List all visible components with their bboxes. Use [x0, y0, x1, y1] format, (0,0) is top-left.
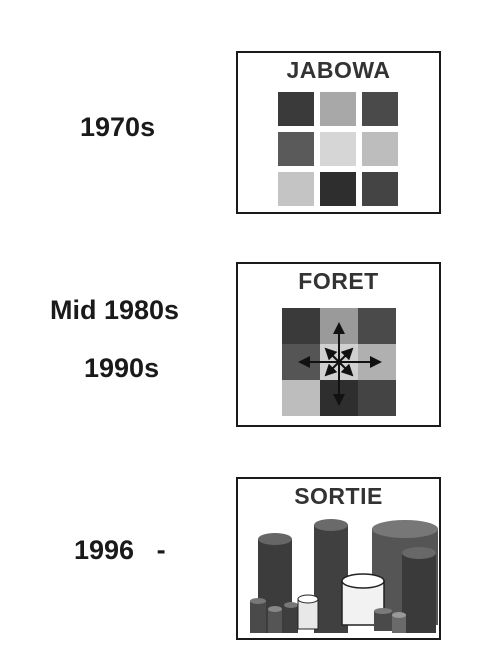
arrow-diagonal-icon	[324, 347, 340, 363]
patch-cell	[358, 380, 396, 416]
model-title-foret: FORET	[298, 268, 379, 294]
tree-cylinder	[374, 608, 392, 631]
era-label-1990s: 1990s	[84, 353, 160, 383]
arrow-diagonal-icon	[338, 347, 354, 363]
era-label-mid-1980s: Mid 1980s	[50, 295, 180, 325]
tree-cylinder	[268, 606, 282, 633]
individual-trees-diagram	[250, 519, 438, 633]
era-label-1996: 1996 -	[74, 535, 166, 565]
tree-cylinder	[297, 594, 319, 630]
model-title-jabowa: JABOWA	[286, 57, 391, 83]
patch-cell	[282, 308, 320, 344]
model-panel-jabowa: JABOWA	[236, 51, 441, 214]
patch-cell	[320, 92, 356, 126]
patch-cell	[362, 172, 398, 206]
tree-cylinder	[250, 598, 266, 633]
tree-cylinder	[341, 573, 385, 626]
patch-cell	[282, 380, 320, 416]
patch-cell	[278, 92, 314, 126]
patch-cell	[278, 132, 314, 166]
arrow-diagonal-icon	[324, 361, 340, 377]
patch-cell	[362, 132, 398, 166]
tree-cylinder	[392, 612, 406, 633]
patch-grid-diagram	[278, 92, 398, 206]
dispersal-grid-diagram	[282, 308, 396, 416]
era-label-1970s: 1970s	[80, 112, 156, 142]
patch-cell	[358, 308, 396, 344]
arrow-diagonal-icon	[338, 361, 354, 377]
model-panel-sortie: SORTIE	[236, 477, 441, 640]
patch-cell	[362, 92, 398, 126]
model-title-sortie: SORTIE	[294, 483, 383, 509]
patch-cell	[320, 132, 356, 166]
tree-cylinder	[284, 602, 298, 633]
patch-cell	[278, 172, 314, 206]
dispersal-arrows	[298, 322, 382, 406]
model-panel-foret: FORET	[236, 262, 441, 427]
tree-cylinder	[402, 547, 436, 633]
patch-cell	[320, 172, 356, 206]
